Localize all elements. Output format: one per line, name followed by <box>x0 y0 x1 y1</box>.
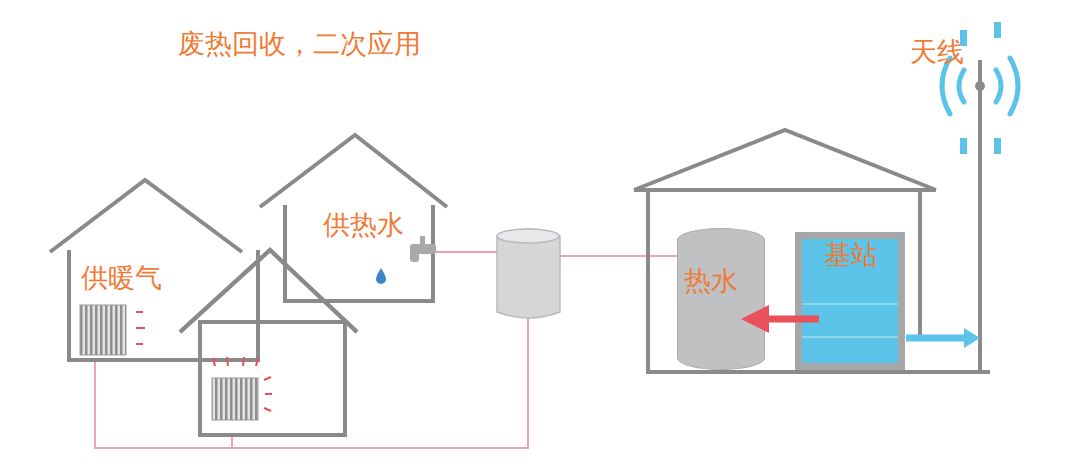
heat-flow-arrow <box>755 315 819 322</box>
cabinet-shelf <box>802 336 898 338</box>
house-heating: 供暖气 <box>67 250 260 362</box>
node-label: 供暖气 <box>81 262 256 294</box>
house-hot-water: 供热水 <box>283 205 435 303</box>
node-label: 热水 <box>684 265 764 297</box>
part-label: 天线 <box>910 36 964 68</box>
cabinet-shelf <box>802 303 898 305</box>
diagram-title: 废热回收，二次应用 <box>178 28 421 60</box>
hot-water-tank: 热水 <box>677 228 765 370</box>
node-label: 供热水 <box>323 209 431 241</box>
base-station: 基站 <box>795 232 905 370</box>
node-label: 基站 <box>824 239 898 271</box>
